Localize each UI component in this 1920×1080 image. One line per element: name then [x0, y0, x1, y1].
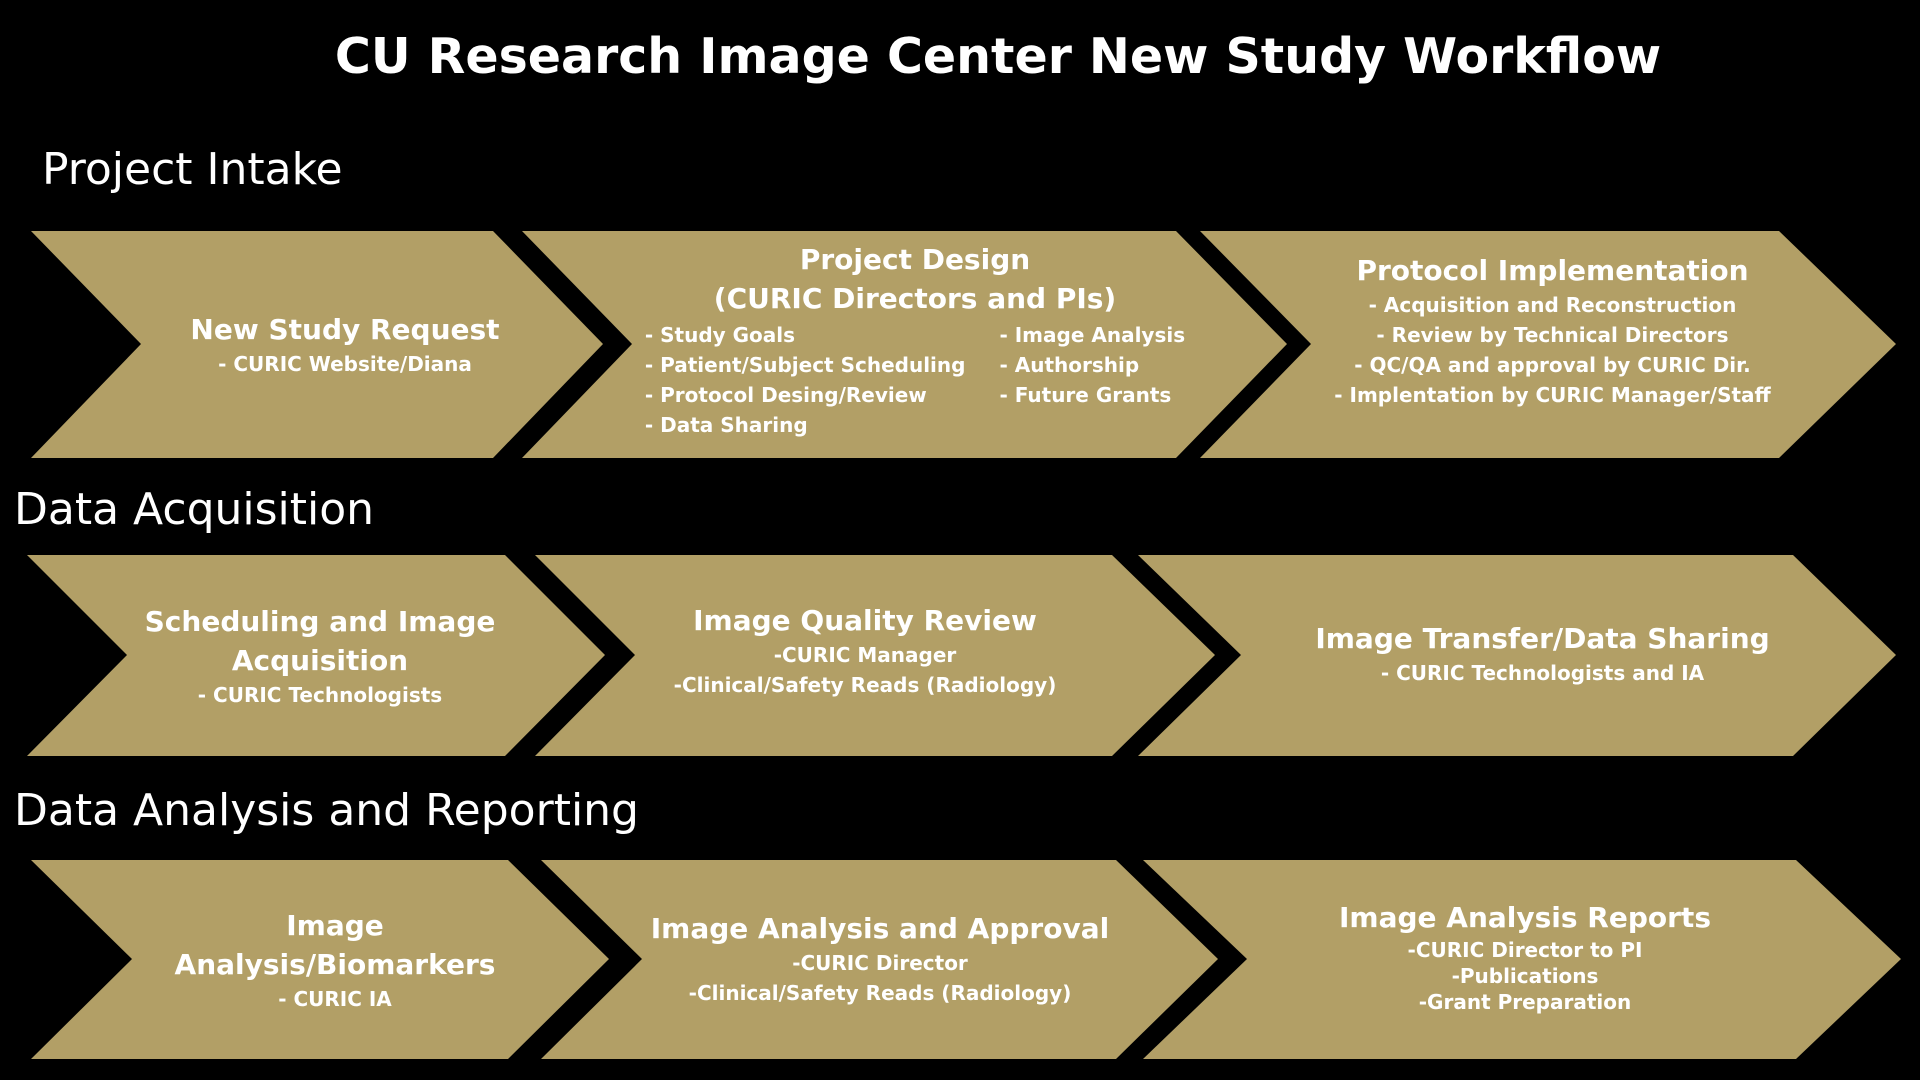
- step-protocol-implementation: Protocol Implementation - Acquisition an…: [1310, 240, 1795, 420]
- step-title: New Study Request: [190, 313, 500, 346]
- chevron-image-quality-review: [535, 555, 1215, 756]
- step-image-analysis-biomarkers: Image Analysis/Biomarkers - CURIC IA: [130, 860, 540, 1060]
- step-detail: -Publications: [1451, 964, 1599, 988]
- step-detail: - Image Analysis: [999, 323, 1186, 347]
- chevron-image-analysis-approval: [541, 860, 1218, 1059]
- step-detail-right: - Image Analysis - Authorship - Future G…: [999, 320, 1185, 440]
- step-detail: -Grant Preparation: [1418, 990, 1632, 1014]
- page-title: CU Research Image Center New Study Workf…: [334, 28, 1662, 85]
- step-detail: - Protocol Desing/Review: [644, 383, 927, 407]
- step-image-quality-review: Image Quality Review -CURIC Manager -Cli…: [640, 555, 1090, 745]
- step-detail: - Acquisition and Reconstruction: [1368, 292, 1737, 317]
- step-detail: - CURIC Technologists and IA: [1380, 661, 1705, 685]
- step-detail: - QC/QA and approval by CURIC Dir.: [1354, 352, 1751, 377]
- step-new-study-request: New Study Request - CURIC Website/Diana: [160, 231, 530, 458]
- step-detail: - CURIC IA: [278, 987, 392, 1011]
- step-title: Image Analysis and Approval: [650, 912, 1110, 945]
- step-title: Project Design: [799, 243, 1031, 276]
- step-image-transfer-data-sharing: Image Transfer/Data Sharing - CURIC Tech…: [1245, 555, 1840, 756]
- step-scheduling-image-acquisition: Scheduling and Image Acquisition - CURIC…: [130, 555, 510, 756]
- step-detail: - Patient/Subject Scheduling: [644, 353, 966, 377]
- chevron-scheduling-image-acquisition: [27, 555, 605, 756]
- step-detail: -CURIC Director: [792, 951, 968, 975]
- step-detail: - CURIC Website/Diana: [218, 352, 472, 376]
- chevron-new-study-request: [31, 231, 603, 458]
- step-title: Scheduling and Image: [144, 604, 496, 638]
- step-detail: - Implentation by CURIC Manager/Staff: [1334, 382, 1771, 407]
- step-detail: -Clinical/Safety Reads (Radiology): [673, 672, 1057, 697]
- section-label-data-analysis-reporting: Data Analysis and Reporting: [14, 785, 639, 836]
- step-project-design: Project Design (CURIC Directors and PIs)…: [620, 240, 1210, 450]
- step-image-analysis-approval: Image Analysis and Approval -CURIC Direc…: [650, 860, 1110, 1060]
- step-title: Image Analysis/Biomarkers: [174, 909, 496, 981]
- section-label-project-intake: Project Intake: [42, 144, 343, 195]
- chevron-image-transfer-data-sharing: [1138, 555, 1896, 756]
- step-title-line2: Acquisition: [231, 643, 409, 677]
- step-title: Image Transfer/Data Sharing: [1315, 622, 1770, 655]
- step-detail: - CURIC Technologists: [197, 682, 443, 707]
- step-title: Image Analysis Reports: [1339, 901, 1711, 934]
- step-detail: -Clinical/Safety Reads (Radiology): [688, 981, 1072, 1005]
- step-detail: - Future Grants: [999, 383, 1172, 407]
- chevron-project-design: [522, 231, 1287, 458]
- step-detail: - Study Goals: [644, 323, 796, 347]
- section-label-data-acquisition: Data Acquisition: [14, 484, 375, 535]
- step-detail-left: - Study Goals - Patient/Subject Scheduli…: [645, 320, 966, 440]
- step-detail: - Authorship: [999, 353, 1140, 377]
- step-image-analysis-reports: Image Analysis Reports -CURIC Director t…: [1250, 860, 1800, 1060]
- chevron-protocol-implementation: [1200, 231, 1896, 458]
- chevron-image-analysis-biomarkers: [31, 860, 609, 1059]
- step-title: Protocol Implementation: [1356, 253, 1749, 287]
- step-title: Image Quality Review: [693, 603, 1037, 637]
- step-title-line2: (CURIC Directors and PIs): [713, 282, 1117, 315]
- step-detail-columns: - Study Goals - Patient/Subject Scheduli…: [645, 320, 1185, 440]
- step-detail: -CURIC Director to PI: [1407, 938, 1643, 962]
- step-detail: - Review by Technical Directors: [1376, 322, 1729, 347]
- step-detail: - Data Sharing: [644, 413, 808, 437]
- chevron-image-analysis-reports: [1143, 860, 1901, 1059]
- step-detail: -CURIC Manager: [773, 642, 957, 667]
